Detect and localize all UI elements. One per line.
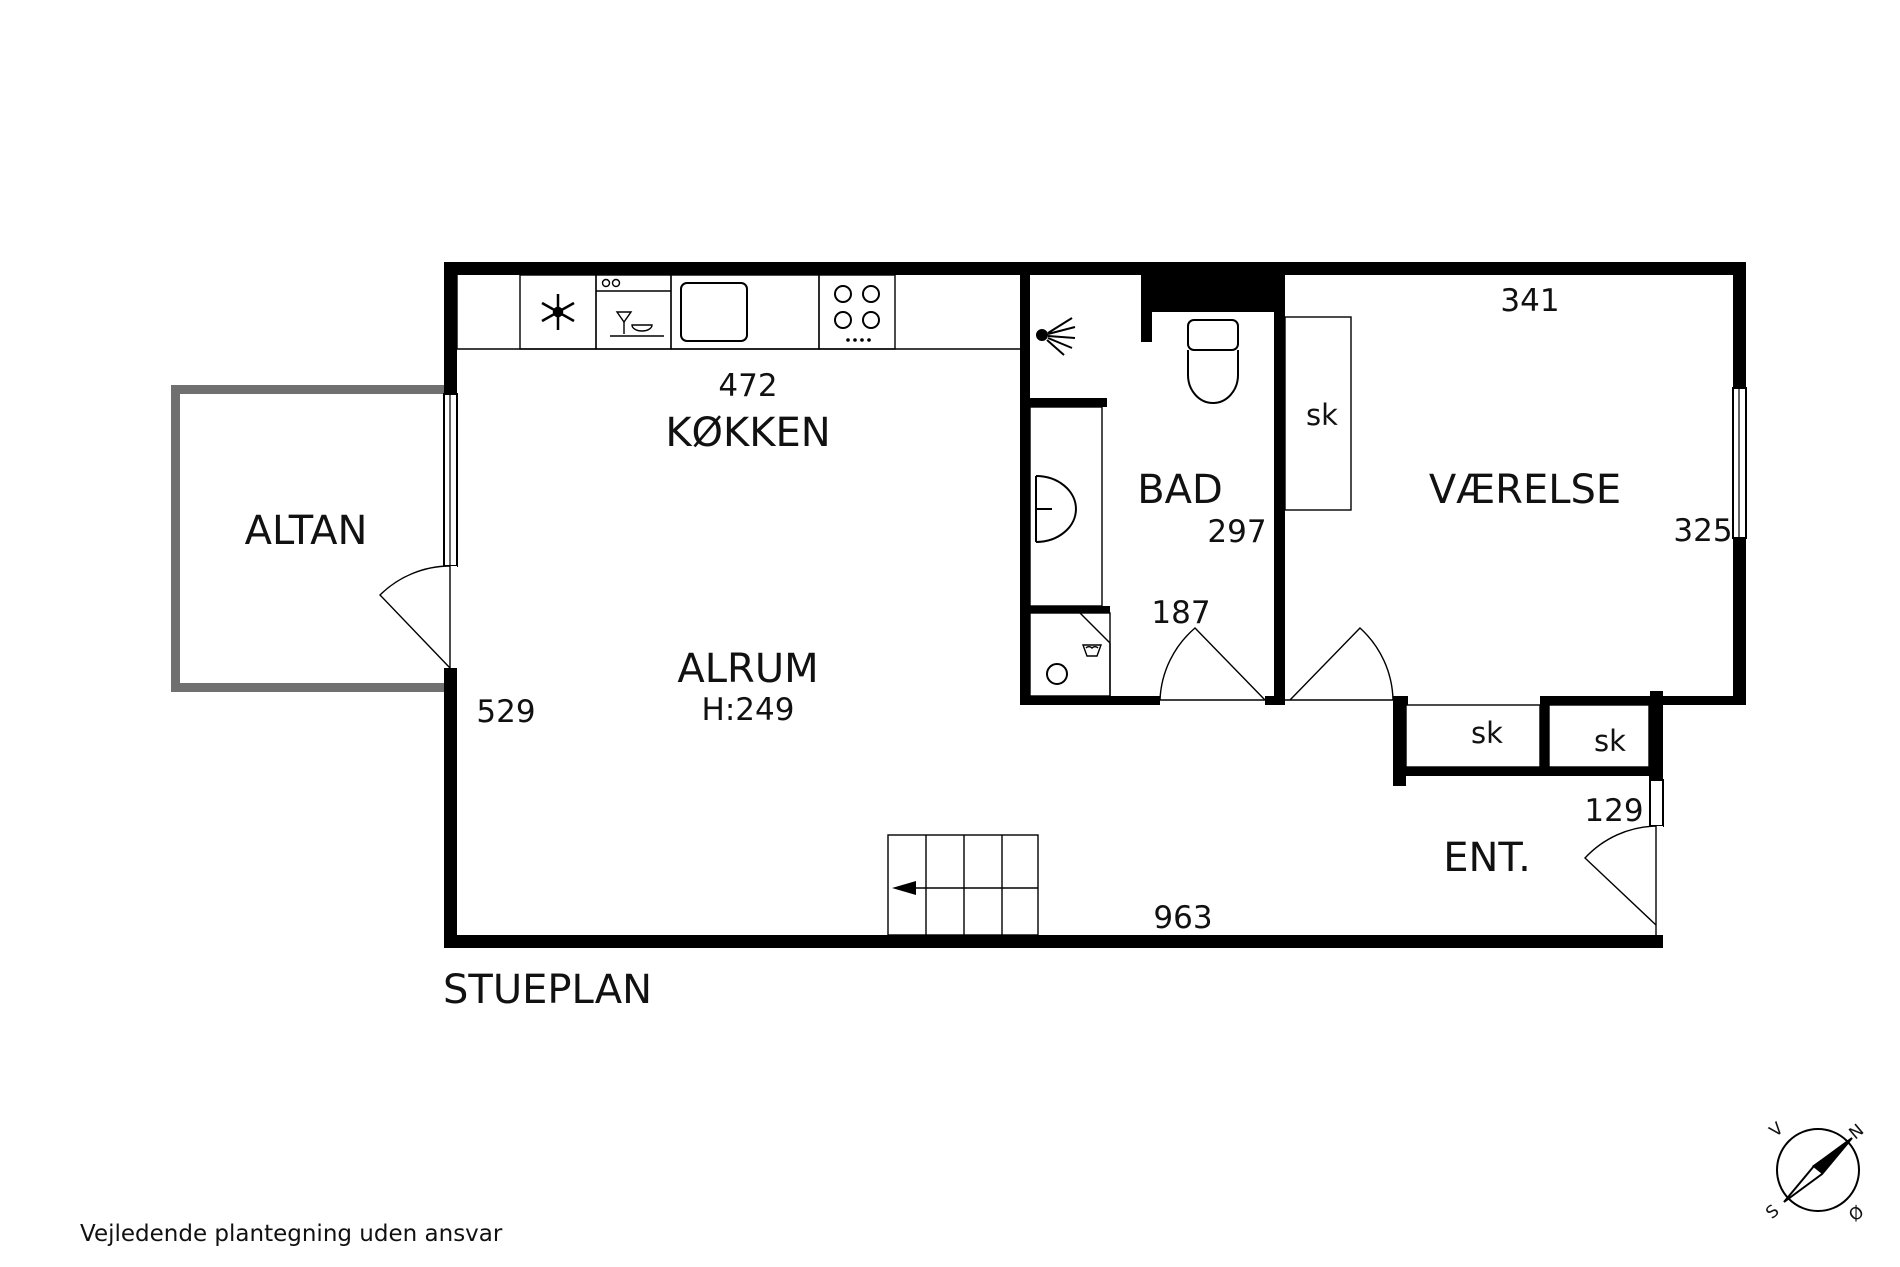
bathroom-door[interactable] <box>1159 627 1266 705</box>
kitchen-sink-icon <box>680 282 748 342</box>
stove <box>818 274 896 350</box>
room-height-alrum: H:249 <box>702 692 795 728</box>
shower-icon <box>1036 317 1076 356</box>
stairs-icon <box>887 834 1039 936</box>
room-label-kokken: KØKKEN <box>665 410 830 456</box>
closet-vaerelse <box>1284 316 1352 511</box>
closet-hall-2 <box>1548 704 1650 768</box>
washing-machine <box>1029 612 1111 697</box>
dim-alrum-depth: 529 <box>476 694 535 730</box>
dim-bad-depth: 297 <box>1207 514 1266 550</box>
room-label-bad: BAD <box>1137 467 1223 513</box>
fridge <box>519 274 597 350</box>
dishwasher <box>595 274 672 350</box>
doors <box>379 565 1663 935</box>
dim-vaerelse-depth: 325 <box>1673 513 1732 549</box>
kitchen-counter <box>456 274 1020 350</box>
bedroom-door[interactable] <box>1285 627 1394 705</box>
washing-machine-icon <box>1046 663 1068 685</box>
interior-walls <box>1020 262 1285 705</box>
dim-bad-width: 187 <box>1151 595 1210 631</box>
dim-kokken-width: 472 <box>718 368 777 404</box>
stove-icon <box>834 285 880 342</box>
closet-hall-1 <box>1405 704 1541 768</box>
compass-s: S <box>1762 1201 1783 1223</box>
balcony-door[interactable] <box>379 565 457 669</box>
dim-ent-width: 129 <box>1584 793 1643 829</box>
compass-icon: N V S Ø <box>1762 1119 1868 1227</box>
room-label-alrum: ALRUM <box>677 646 818 692</box>
dim-total-width: 963 <box>1153 900 1212 936</box>
exterior-walls <box>444 262 1746 948</box>
floor-name: STUEPLAN <box>443 967 652 1013</box>
bathroom-fixtures <box>1029 317 1239 697</box>
dim-vaerelse-width: 341 <box>1500 283 1559 319</box>
washbasin-icon <box>1029 406 1103 607</box>
entrance-door[interactable] <box>1584 825 1663 935</box>
disclaimer: Vejledende plantegning uden ansvar <box>80 1221 503 1247</box>
toilet-icon <box>1187 319 1239 404</box>
closet-label-hall-2: sk <box>1594 724 1626 758</box>
room-label-ent: ENT. <box>1443 835 1531 881</box>
dishwasher-icon <box>601 278 664 337</box>
room-label-altan: ALTAN <box>245 508 368 554</box>
compass-o: Ø <box>1845 1202 1868 1226</box>
closet-label-hall-1: sk <box>1471 716 1503 750</box>
room-label-vaerelse: VÆRELSE <box>1429 467 1621 513</box>
snowflake-icon <box>541 294 575 330</box>
balcony-outline <box>171 385 447 692</box>
kitchen-sink <box>670 274 820 350</box>
closets <box>1284 316 1650 768</box>
closet-label-vaerelse: sk <box>1306 398 1338 432</box>
compass-v: V <box>1766 1119 1788 1142</box>
